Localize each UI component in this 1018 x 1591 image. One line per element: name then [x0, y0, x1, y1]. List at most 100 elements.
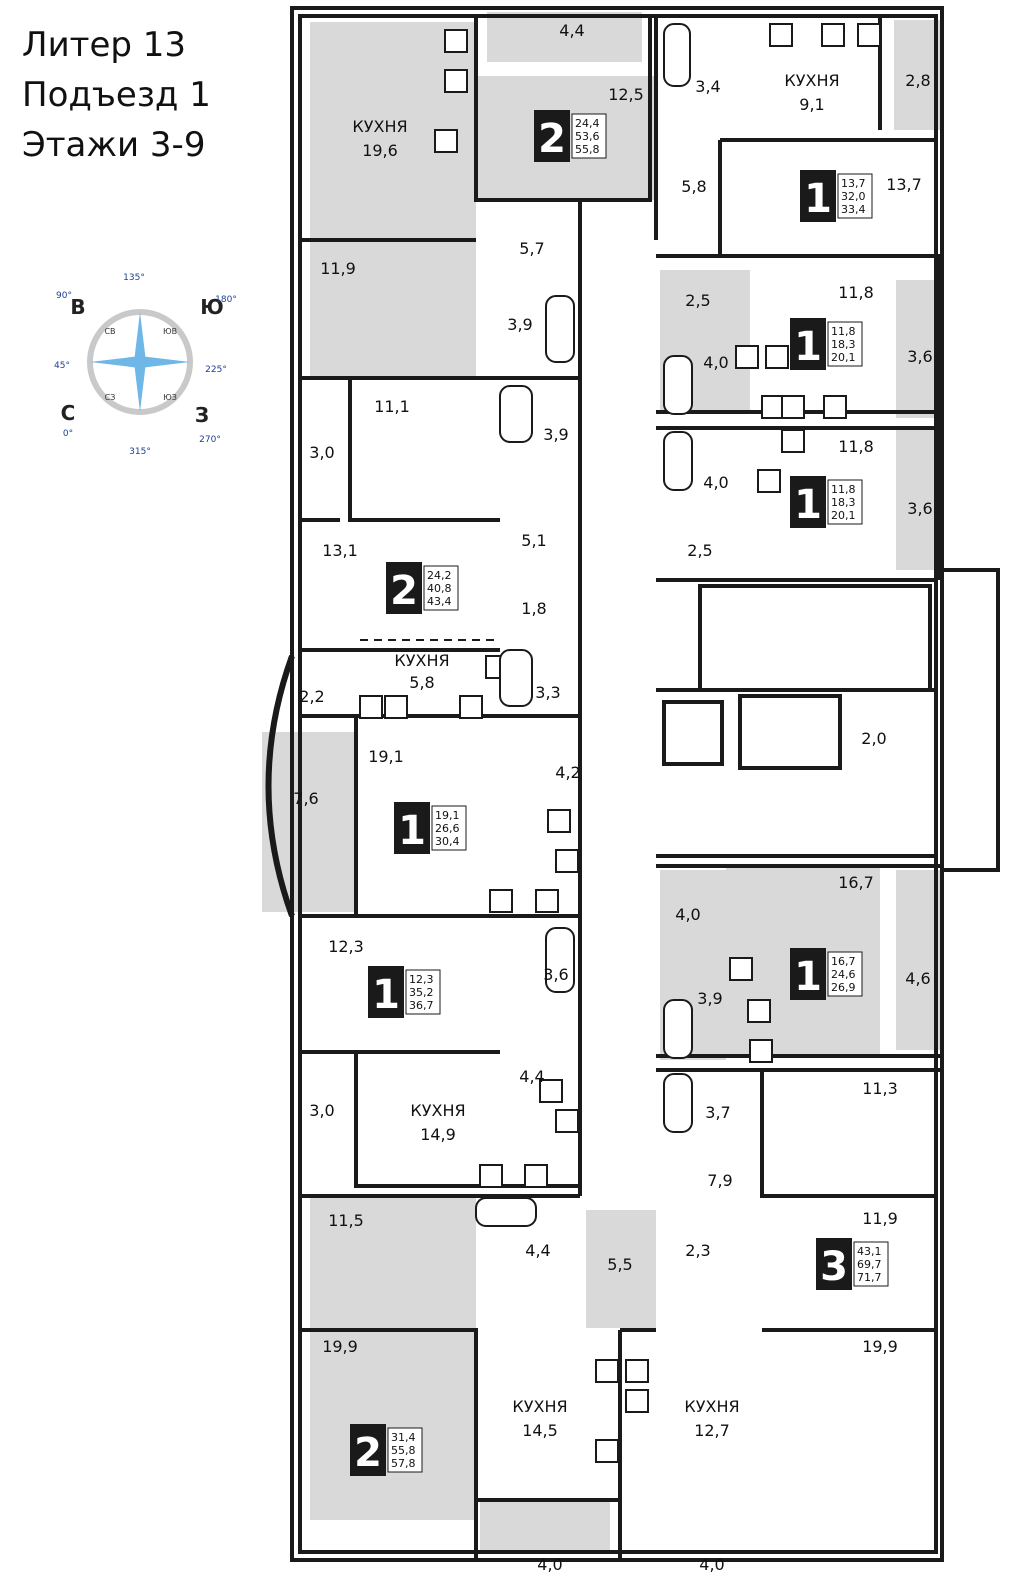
- appliance-icon: [595, 1439, 619, 1463]
- room-fill: [487, 12, 642, 62]
- appliance-icon: [535, 889, 559, 913]
- room-count: 1: [794, 324, 822, 370]
- wall-segment: [298, 14, 938, 1554]
- appliance-icon: [857, 23, 881, 47]
- room-fill: [310, 240, 476, 376]
- apartment-area-b: 24,6: [831, 968, 856, 981]
- room-area-label: 16,7: [838, 873, 874, 892]
- appliance-icon: [757, 469, 781, 493]
- apartment-area-c: 20,1: [831, 351, 856, 364]
- appliance-icon: [555, 849, 579, 873]
- compass-sublabel: СВ: [104, 327, 115, 336]
- room-area-label: КУХНЯ: [784, 71, 839, 90]
- appliance-icon: [444, 29, 468, 53]
- balcony-curve: [265, 654, 295, 918]
- room-area-label: 2,5: [685, 291, 710, 310]
- apartment-area-c: 55,8: [575, 143, 600, 156]
- room-area-label: 13,1: [322, 541, 358, 560]
- compass-sublabel: СЗ: [105, 393, 116, 402]
- compass-degree: 90°: [56, 291, 72, 301]
- wall-segment: [354, 1052, 580, 1188]
- room-area-label: 2,8: [905, 71, 930, 90]
- room-area-label: 19,9: [862, 1337, 898, 1356]
- room-area-label: 4,4: [559, 21, 584, 40]
- appliance-icon: [444, 69, 468, 93]
- room-area-label: 13,7: [886, 175, 922, 194]
- apartment-area-b: 32,0: [841, 190, 866, 203]
- room-area-label: 12,3: [328, 937, 364, 956]
- bathtub-icon: [663, 1073, 693, 1133]
- room-area-label: 7,6: [293, 789, 318, 808]
- apartment-area-b: 35,2: [409, 986, 434, 999]
- room-area-label: 11,9: [862, 1209, 898, 1228]
- room-area-label: 14,9: [420, 1125, 456, 1144]
- room-count: 1: [804, 176, 832, 222]
- room-area-label: 2,2: [299, 687, 324, 706]
- room-area-label: 3,9: [697, 989, 722, 1008]
- appliance-icon: [761, 395, 785, 419]
- room-labels: 4,412,5КУХНЯ19,65,711,93,911,13,93,05,11…: [293, 21, 932, 1574]
- apartment-area-c: 36,7: [409, 999, 434, 1012]
- compass-label: С: [61, 401, 76, 425]
- room-area-label: 5,8: [409, 673, 434, 692]
- appliance-icon: [459, 695, 483, 719]
- room-fill: [310, 1196, 476, 1332]
- apartment-area-b: 40,8: [427, 582, 452, 595]
- room-area-label: 5,1: [521, 531, 546, 550]
- appliance-icon: [765, 345, 789, 369]
- apartment-area-a: 16,7: [831, 955, 856, 968]
- apartment-area-a: 11,8: [831, 325, 856, 338]
- bathtub-icon: [499, 385, 533, 443]
- room-area-label: 3,3: [535, 683, 560, 702]
- apartment-area-a: 12,3: [409, 973, 434, 986]
- wall-segment: [656, 254, 942, 580]
- wall-segment: [940, 568, 1000, 872]
- compass-degree: 135°: [123, 273, 145, 283]
- apartment-area-b: 55,8: [391, 1444, 416, 1457]
- apartment-area-c: 71,7: [857, 1271, 882, 1284]
- appliance-icon: [384, 695, 408, 719]
- compass-degree: 45°: [54, 361, 70, 371]
- appliance-icon: [595, 1359, 619, 1383]
- wall-segment: [656, 854, 938, 866]
- room-area-label: 4,0: [703, 353, 728, 372]
- appliance-icon: [625, 1389, 649, 1413]
- appliance-icon: [821, 23, 845, 47]
- room-area-label: КУХНЯ: [684, 1397, 739, 1416]
- apartment-area-a: 19,1: [435, 809, 460, 822]
- appliance-icon: [539, 1079, 563, 1103]
- room-fill: [262, 732, 358, 912]
- room-fill: [896, 430, 940, 570]
- wall-segment: [738, 694, 842, 770]
- compass-degree: 315°: [129, 447, 151, 457]
- entrance-title: Подъезд 1: [22, 75, 211, 115]
- apartment-area-c: 57,8: [391, 1457, 416, 1470]
- room-area-label: 4,0: [703, 473, 728, 492]
- room-area-label: 11,9: [320, 259, 356, 278]
- room-area-label: 3,6: [907, 499, 932, 518]
- wall-segment: [348, 378, 500, 522]
- appliance-icon: [747, 999, 771, 1023]
- room-area-label: КУХНЯ: [352, 117, 407, 136]
- appliance-icon: [555, 1109, 579, 1133]
- room-area-label: 3,9: [507, 315, 532, 334]
- appliance-icon: [359, 695, 383, 719]
- room-area-label: 3,7: [705, 1103, 730, 1122]
- appliance-icon: [769, 23, 793, 47]
- room-fill: [896, 280, 940, 418]
- building-title: Литер 13: [22, 25, 187, 65]
- room-area-label: 4,0: [699, 1555, 724, 1574]
- compass-sublabel: ЮЗ: [163, 393, 177, 402]
- room-area-label: 7,9: [707, 1171, 732, 1190]
- floors-title: Этажи 3-9: [22, 125, 206, 165]
- room-area-label: 12,7: [694, 1421, 730, 1440]
- room-area-label: 3,0: [309, 1101, 334, 1120]
- room-fills: [262, 12, 940, 1550]
